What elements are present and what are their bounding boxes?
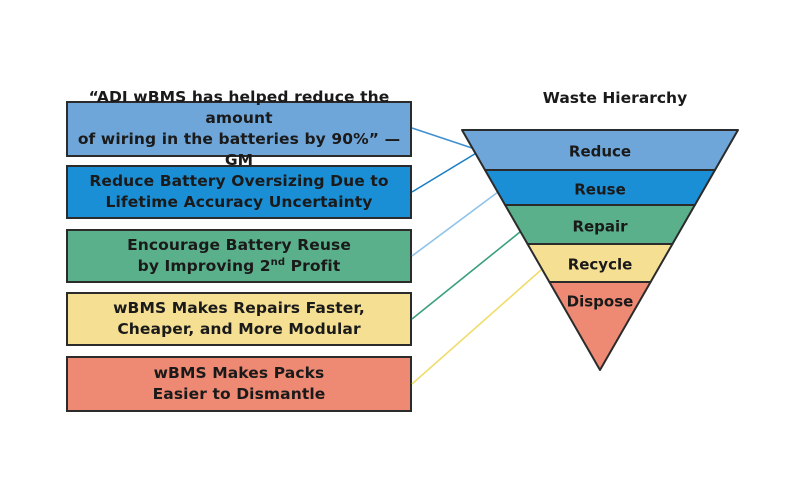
- connector-lines: [411, 127, 542, 385]
- tier-label-recycle: Recycle: [568, 256, 633, 274]
- callout-text-line1: wBMS Makes Repairs Faster,: [113, 299, 365, 317]
- connector-line-4: [411, 231, 521, 320]
- callout-text-line1: Encourage Battery Reuse: [127, 236, 351, 254]
- connector-line-2: [411, 151, 479, 193]
- tier-label-dispose: Dispose: [567, 293, 634, 311]
- connector-line-5: [411, 269, 542, 385]
- callout-text-line1: “ADI wBMS has helped reduce the amount: [88, 88, 390, 127]
- inverted-pyramid: [461, 129, 739, 371]
- callout-box-battery-reuse: Encourage Battery Reuse by Improving 2nd…: [66, 229, 412, 283]
- pyramid-tier-dispose: [548, 281, 652, 371]
- callout-text-line2: Cheaper, and More Modular: [117, 320, 361, 338]
- hierarchy-title: Waste Hierarchy: [542, 89, 688, 107]
- callout-text-line1: wBMS Makes Packs: [153, 364, 325, 382]
- callout-text-line2: Lifetime Accuracy Uncertainty: [105, 193, 373, 211]
- callout-box-reduce-oversizing: Reduce Battery Oversizing Due to Lifetim…: [66, 165, 412, 219]
- tier-label-reduce: Reduce: [569, 143, 631, 161]
- callout-box-wiring-quote: “ADI wBMS has helped reduce the amount o…: [66, 88, 412, 169]
- tier-label-repair: Repair: [572, 218, 628, 236]
- tier-label-reuse: Reuse: [574, 181, 626, 199]
- callout-text-line2: by Improving 2nd Profit: [137, 256, 341, 275]
- callout-box-repairs: wBMS Makes Repairs Faster, Cheaper, and …: [66, 292, 412, 346]
- callout-text-line1: Reduce Battery Oversizing Due to: [89, 172, 389, 190]
- callout-text-line2: of wiring in the batteries by 90%” —GM: [77, 130, 401, 169]
- callout-box-dismantle: wBMS Makes Packs Easier to Dismantle: [66, 356, 412, 412]
- connector-line-3: [411, 191, 499, 257]
- connector-line-1: [411, 127, 479, 151]
- callout-text-line2: Easier to Dismantle: [152, 385, 326, 403]
